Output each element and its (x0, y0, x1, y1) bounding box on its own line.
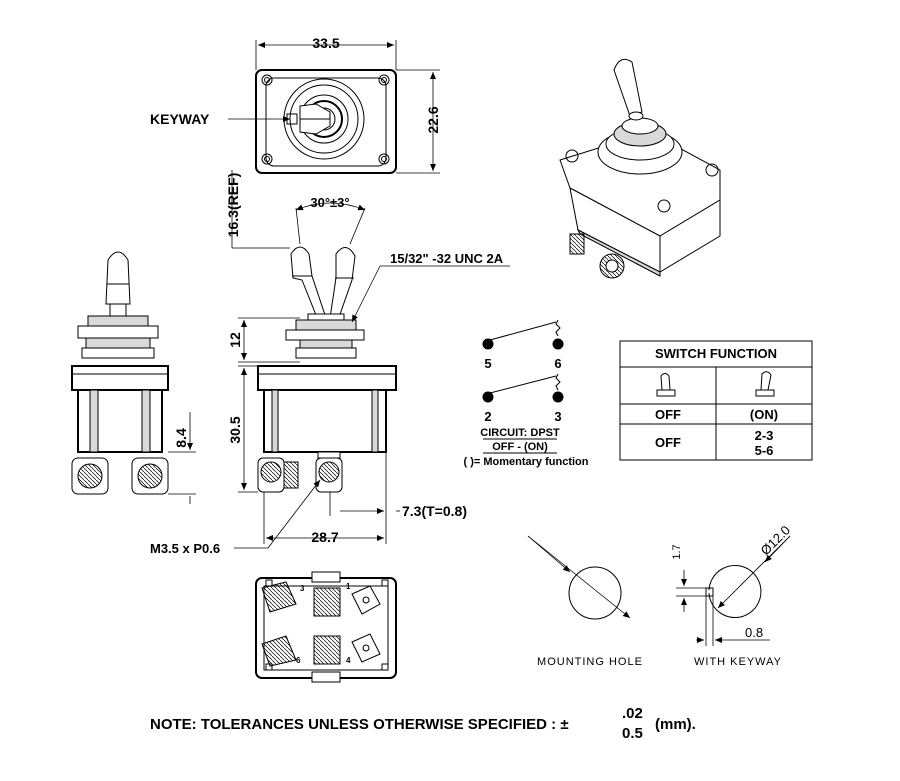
side-view (71, 251, 169, 495)
dim-height-top: 22.6 (396, 69, 441, 174)
bottom-terminal-label: 6 (296, 656, 301, 665)
tolerance-top: .02 (622, 705, 643, 722)
terminal-dot (552, 338, 564, 350)
terminal-label: 2 (484, 409, 491, 424)
dim-terminal-offset: 7.3(T=0.8) (329, 452, 467, 519)
dim-width-top-label: 33.5 (312, 35, 339, 51)
terminal-dot (482, 338, 494, 350)
terminal-label: 3 (554, 409, 561, 424)
terminal-label: 5 (484, 356, 491, 371)
dim-body-width: 28.7 (263, 492, 387, 545)
row1-col1: OFF (655, 407, 681, 422)
tolerance-note: NOTE: TOLERANCES UNLESS OTHERWISE SPECIF… (150, 704, 750, 748)
tolerance-bottom: 0.5 (622, 725, 643, 742)
keyway-callout: KEYWAY (150, 111, 290, 127)
row2-col1: OFF (655, 435, 681, 450)
circuit-diagram: 5 6 2 3 CIRCUIT: DPST OFF - (ON) ( )= Mo… (464, 319, 589, 468)
table-title: SWITCH FUNCTION (655, 346, 777, 361)
terminal-dot (482, 391, 494, 403)
bottom-terminal-label: 3 (300, 584, 305, 593)
body-width-label: 28.7 (311, 529, 338, 545)
keyway-hole: Ø12.0 1.7 0.8 WITH KEYWAY (671, 522, 793, 668)
dim-screw: M3.5 x P0.6 (150, 479, 321, 556)
keyway-depth: 0.8 (745, 625, 763, 640)
dim-height-top-label: 22.6 (425, 106, 441, 133)
screw-label: M3.5 x P0.6 (150, 541, 220, 556)
keyway-label: KEYWAY (150, 111, 210, 127)
keyway-hole-label: WITH KEYWAY (694, 656, 782, 668)
angle-label: 30°±3° (310, 195, 349, 210)
mounting-diameter: Ø12.0 (522, 531, 559, 565)
body-height-label: 30.5 (227, 416, 243, 443)
isometric-view (559, 58, 721, 279)
keyway-diameter: Ø12.0 (758, 522, 794, 558)
toggle-off-icon (656, 373, 676, 397)
row2-col2-b: 5-6 (755, 443, 774, 458)
dim-angle: 30°±3° (295, 195, 366, 245)
bottom-terminal-label: 4 (346, 656, 351, 665)
note-unit: (mm). (655, 716, 696, 733)
switch-function-table: SWITCH FUNCTION OFF (ON) OFF 2-3 5-6 (619, 340, 813, 461)
dim-ref-height: 16.3(REF) (225, 170, 290, 249)
dim-width-top: 33.5 (255, 35, 397, 70)
row1-col2: (ON) (750, 407, 778, 422)
dim-bushing: 12 (227, 317, 300, 363)
circuit-positions: OFF - (ON) (492, 441, 548, 453)
keyway-width: 1.7 (671, 544, 683, 559)
note-text: NOTE: TOLERANCES UNLESS OTHERWISE SPECIF… (150, 716, 569, 733)
tolerance-fraction: .02 0.5 (622, 704, 643, 744)
terminal-offset-label: 7.3(T=0.8) (402, 503, 467, 519)
front-view (257, 246, 397, 493)
mounting-hole-label: MOUNTING HOLE (537, 656, 643, 668)
terminal-dot (552, 391, 564, 403)
dim-thread: 15/32" -32 UNC 2A (351, 251, 510, 323)
mounting-hole: Ø12.0 MOUNTING HOLE (522, 531, 643, 668)
bottom-terminal-label: 1 (346, 582, 351, 591)
toggle-on-icon (755, 371, 775, 397)
bottom-view: 3 1 6 4 (255, 571, 397, 683)
circuit-legend: ( )= Momentary function (464, 456, 589, 468)
dim-terminal-height: 8.4 (168, 412, 196, 504)
circuit-type: CIRCUIT: DPST (480, 427, 560, 439)
thread-label: 15/32" -32 UNC 2A (390, 251, 504, 266)
ref-height-label: 16.3(REF) (225, 173, 241, 238)
terminal-height-label: 8.4 (173, 428, 189, 448)
bushing-label: 12 (227, 332, 243, 348)
dim-body-height: 30.5 (227, 365, 258, 493)
row2-col2-a: 2-3 (755, 428, 774, 443)
terminal-label: 6 (554, 356, 561, 371)
top-view (255, 69, 397, 174)
